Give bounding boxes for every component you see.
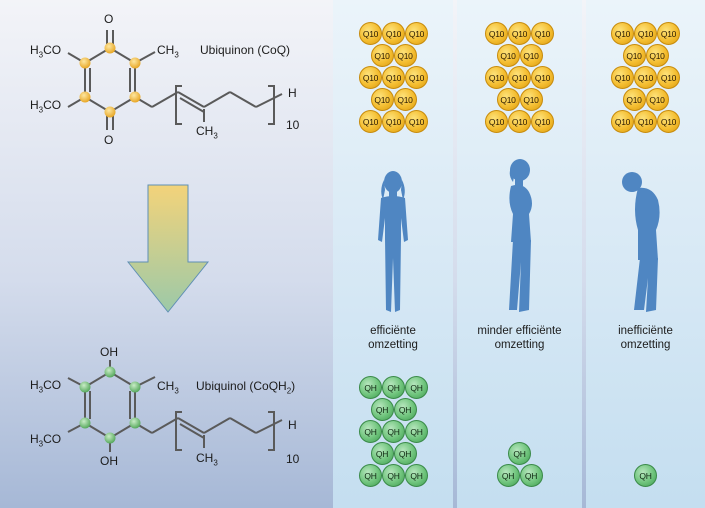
caption-efficient-line1: efficiënte xyxy=(370,325,416,337)
adult-woman-figure xyxy=(509,159,532,312)
elderly-woman-figure xyxy=(622,172,660,312)
ubiquinol-bottom-hydroxyl: OH xyxy=(100,454,118,468)
ubiquinol-chain-end: H xyxy=(288,418,297,432)
ubiquinol-name: Ubiquinol (CoQH2) xyxy=(196,379,296,396)
caption-inefficient-line2: omzetting xyxy=(620,339,671,351)
ubiquinol-structure xyxy=(67,360,283,452)
caption-inefficient-line1: inefficiënte xyxy=(618,325,673,337)
ubiquinol-methoxy-top: H3CO xyxy=(30,378,62,395)
ubiquinone-atoms xyxy=(79,42,141,118)
young-woman-figure xyxy=(378,171,408,312)
caption-efficient: efficiënte omzetting xyxy=(333,324,453,352)
ubiquinone-bottom-oxygen: O xyxy=(104,133,114,147)
caption-inefficient: inefficiënte omzetting xyxy=(586,324,705,352)
ubiquinol-top-hydroxyl: OH xyxy=(100,345,118,359)
ubiquinol-atoms xyxy=(79,366,141,444)
ubiquinone-methoxy-bottom: H3CO xyxy=(30,98,62,115)
ubiquinone-methoxy-top: H3CO xyxy=(30,43,62,60)
ubiquinone-structure xyxy=(67,30,283,130)
ubiquinol-chain-methyl: CH3 xyxy=(196,451,218,468)
caption-less-efficient-line1: minder efficiënte xyxy=(477,325,562,337)
chemistry-diagram xyxy=(67,30,283,452)
ubiquinone-name: Ubiquinon (CoQ) xyxy=(200,43,291,57)
ubiquinol-methyl: CH3 xyxy=(157,379,179,396)
caption-less-efficient: minder efficiënte omzetting xyxy=(457,324,582,352)
ubiquinone-methyl: CH3 xyxy=(157,43,179,60)
ubiquinol-methoxy-bottom: H3CO xyxy=(30,432,62,449)
caption-less-efficient-line2: omzetting xyxy=(494,339,545,351)
ubiquinone-chain-end: H xyxy=(288,86,297,100)
ubiquinone-top-oxygen: O xyxy=(104,12,114,26)
ubiquinone-chain-methyl: CH3 xyxy=(196,124,218,141)
ubiquinol-repeat-count: 10 xyxy=(286,452,300,466)
conversion-arrow xyxy=(126,184,210,313)
caption-efficient-line2: omzetting xyxy=(368,339,418,351)
ubiquinone-repeat-count: 10 xyxy=(286,118,300,132)
